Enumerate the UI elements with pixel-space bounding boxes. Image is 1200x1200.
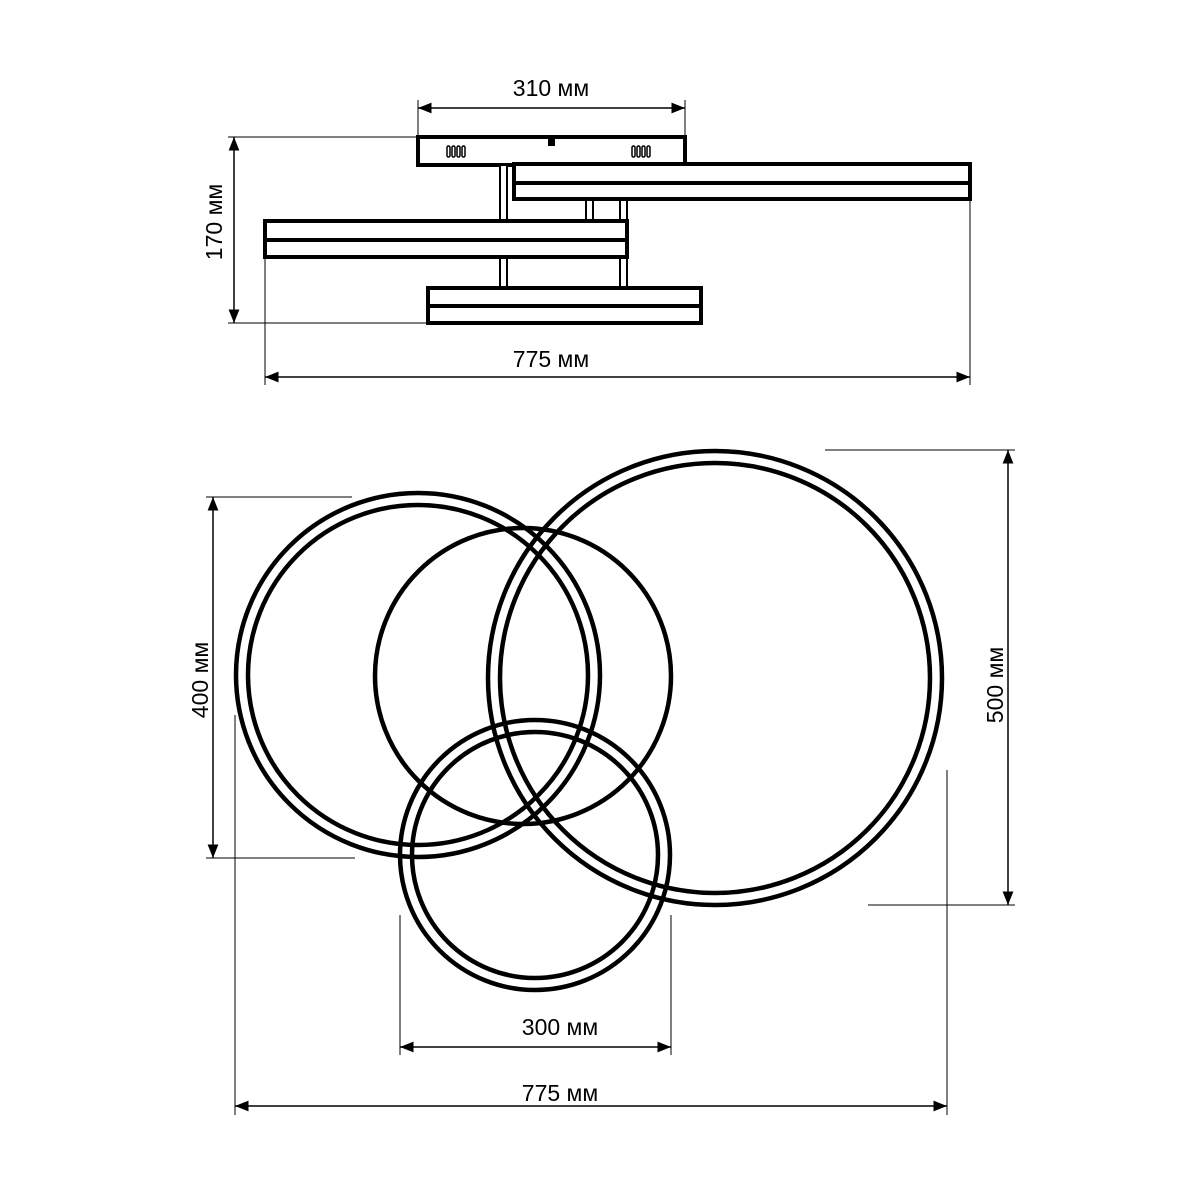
dimension-label: 775 мм — [513, 346, 589, 372]
ring-300 — [397, 717, 673, 993]
top-view: 400 мм 500 мм 300 мм 775 мм — [187, 448, 1015, 1115]
dimension-label: 310 мм — [513, 75, 589, 101]
dimension-400: 400 мм — [187, 496, 355, 859]
dimension-height: 170 мм — [201, 136, 428, 324]
ring-bar-medium — [263, 219, 629, 259]
ring-bar-large — [512, 162, 972, 201]
dimension-300: 300 мм — [399, 915, 672, 1055]
side-view: 310 мм 170 мм 775 мм — [201, 75, 972, 385]
ring-500 — [485, 448, 945, 908]
dimension-base-width: 310 мм — [417, 75, 686, 137]
dimension-label: 300 мм — [522, 1014, 598, 1040]
dimension-side-total-width: 775 мм — [264, 199, 971, 385]
base-vents — [446, 145, 651, 158]
ring-bar-small — [426, 286, 703, 325]
dimension-label: 775 мм — [522, 1080, 598, 1106]
dimension-500: 500 мм — [825, 449, 1015, 906]
base-notch — [548, 137, 555, 146]
dimension-label: 400 мм — [187, 642, 213, 718]
ring-400 — [233, 490, 603, 860]
dimension-top-total-width: 775 мм — [234, 715, 948, 1115]
dimension-label: 500 мм — [982, 647, 1008, 723]
dimension-label: 170 мм — [201, 184, 227, 260]
